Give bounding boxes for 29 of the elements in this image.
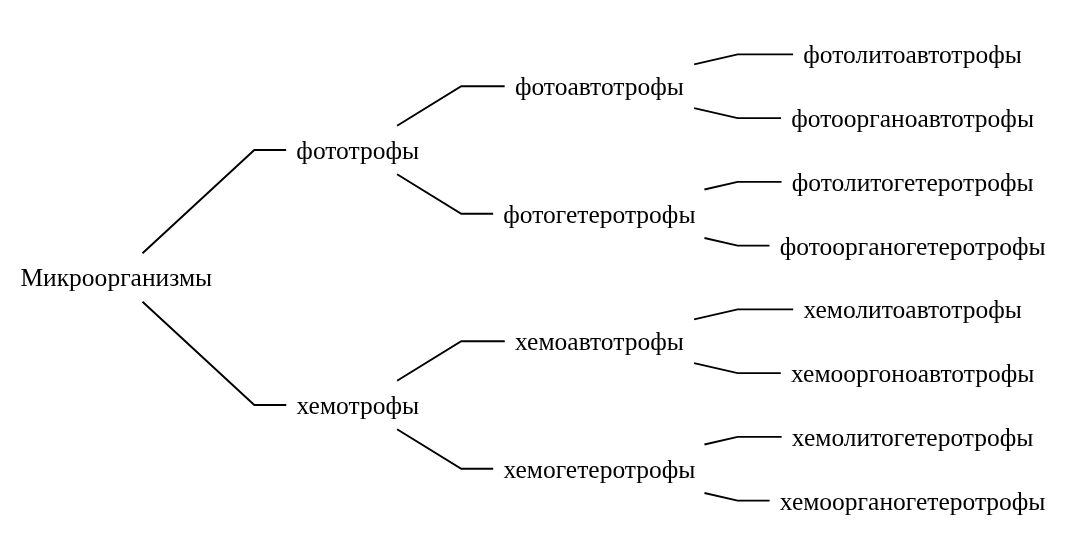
node-text: хемоавтотрофы: [514, 327, 684, 356]
connector: [693, 107, 782, 120]
connector: [141, 300, 288, 406]
connector: [396, 173, 495, 215]
node-text: фотогетеротрофы: [503, 199, 696, 228]
node-text: хемолитогетеротрофы: [791, 422, 1034, 451]
node-text: фототрофы: [296, 135, 420, 165]
connector: [703, 492, 771, 502]
node-text: хемогетеротрофы: [503, 454, 696, 483]
node-text: хемооргоноавтотрофы: [790, 359, 1035, 388]
connector: [396, 85, 506, 127]
connector: [703, 180, 783, 191]
connector: [693, 53, 795, 66]
node-text: Микроорганизмы: [20, 263, 213, 292]
node-text: хемолитоавтотрофы: [803, 295, 1022, 324]
connector: [703, 237, 771, 247]
connector: [396, 340, 506, 382]
node-text: хемоорганогетеротрофы: [779, 486, 1046, 515]
connector: [693, 362, 782, 375]
node-text: фотолитогетеротрофы: [791, 167, 1034, 196]
node-text: фотолитоавтотрофы: [803, 40, 1022, 69]
node-text: фотоорганоавтотрофы: [791, 104, 1035, 133]
connector: [396, 428, 495, 470]
connector: [141, 149, 288, 255]
connector: [693, 308, 795, 321]
node-text: хемотрофы: [296, 390, 420, 420]
node-text: фотоорганогетеротрофы: [779, 231, 1046, 260]
node-text: фотоавтотрофы: [514, 72, 684, 101]
connector: [703, 435, 783, 446]
